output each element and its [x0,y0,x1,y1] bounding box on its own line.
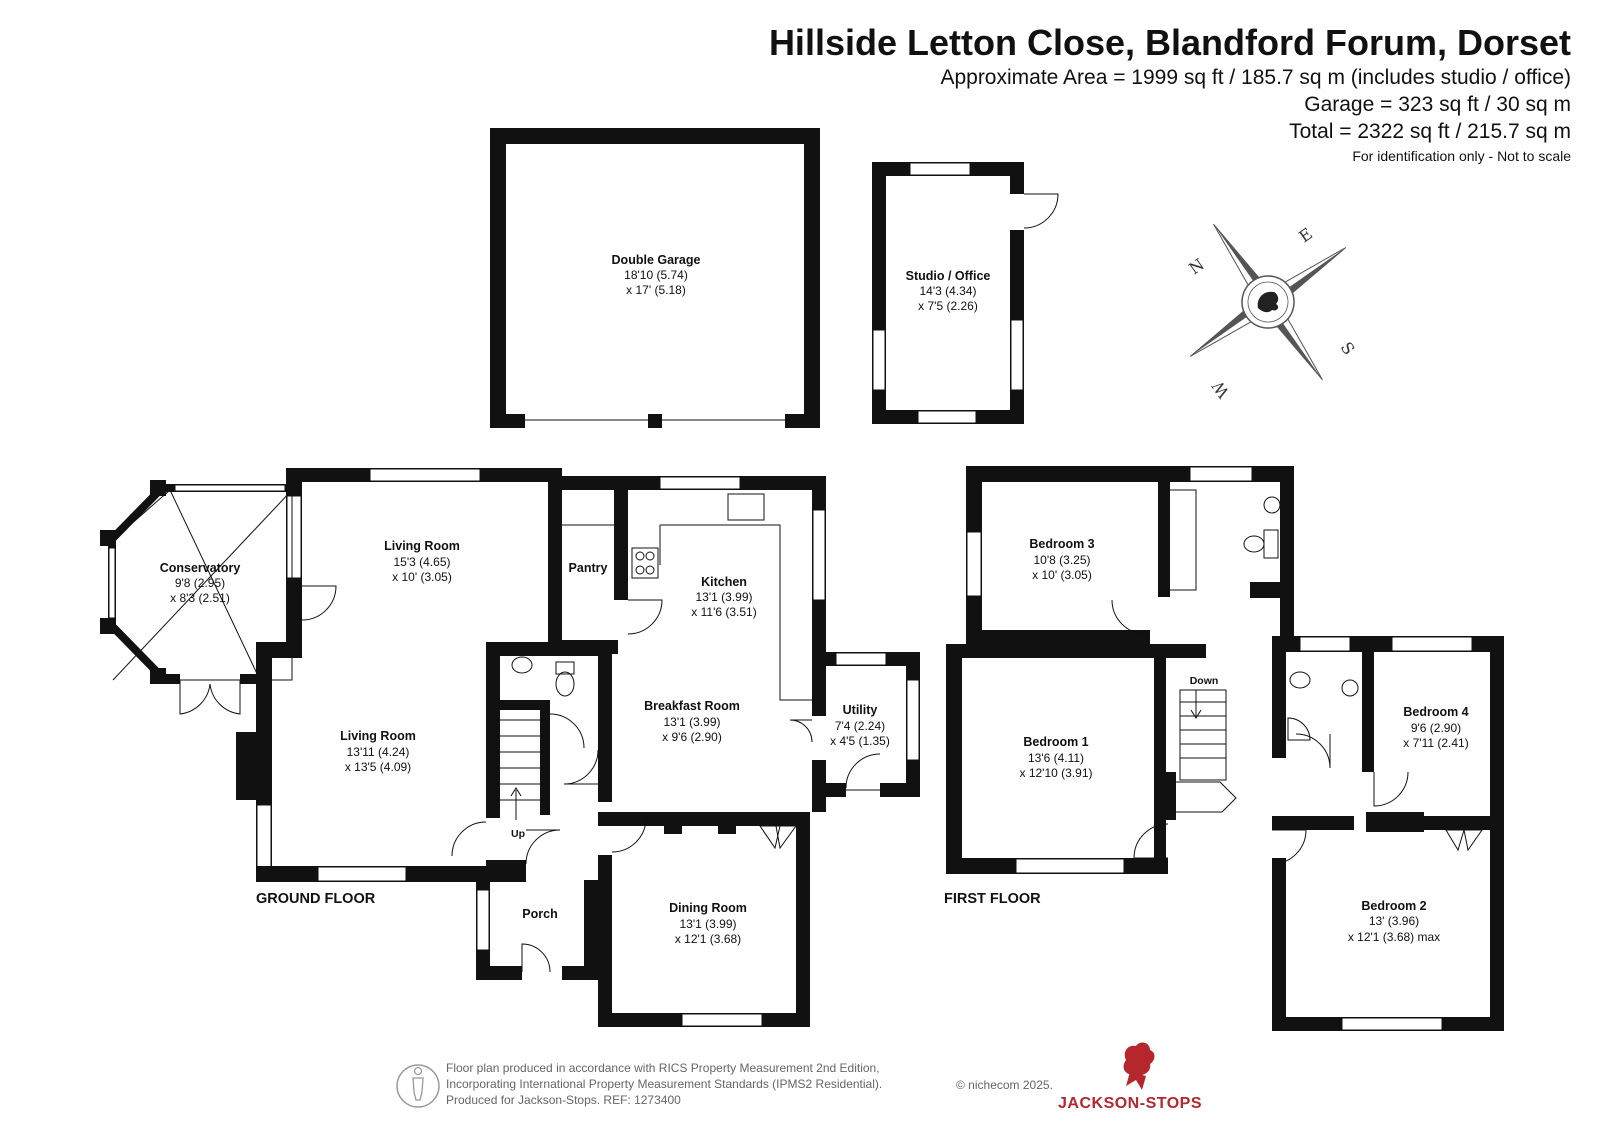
utility-dim-2: x 4'5 (1.35) [830,734,890,748]
bedroom-1-dim-1: 13'6 (4.11) [1028,751,1084,765]
jackson-stops-logo-icon [1123,1042,1155,1090]
header: Hillside Letton Close, Blandford Forum, … [769,22,1571,167]
stairs-down-label: Down [1190,675,1219,687]
first-floor-label: FIRST FLOOR [944,891,1041,907]
ground-floor-walls [100,468,920,1027]
brand-name: JACKSON-STOPS [1058,1095,1203,1112]
area-total: Total = 2322 sq ft / 215.7 sq m [1289,120,1571,143]
studio-dim-1: 14'3 (4.34) [920,284,977,298]
ground-floor-label: GROUND FLOOR [256,891,376,907]
porch-name: Porch [522,907,557,921]
studio-name: Studio / Office [906,269,991,283]
kitchen-dim-1: 13'1 (3.99) [696,590,753,604]
kitchen-dim-2: x 11'6 (3.51) [691,605,756,619]
footer-credits: Floor plan produced in accordance with R… [446,1060,882,1108]
footer-copyright: © nichecom 2025. [956,1078,1053,1092]
studio-dim-2: x 7'5 (2.26) [918,299,978,313]
living-room-upper-dim-2: x 10' (3.05) [392,570,452,584]
kitchen-name: Kitchen [701,575,747,589]
breakfast-room-name: Breakfast Room [644,699,740,713]
dining-room-name: Dining Room [669,901,747,915]
person-icon [396,1064,440,1108]
living-room-upper-name: Living Room [384,539,460,553]
footer-credit-line: Incorporating International Property Mea… [446,1077,883,1091]
pantry-name: Pantry [569,561,608,575]
bedroom-3-dim-1: 10'8 (3.25) [1034,553,1091,567]
footer-credit-line: Floor plan produced in accordance with R… [446,1061,880,1075]
area-approx: Approximate Area = 1999 sq ft / 185.7 sq… [940,66,1571,89]
living-room-lower-dim-2: x 13'5 (4.09) [345,760,411,774]
bedroom-4-name: Bedroom 4 [1403,705,1468,719]
compass-w-label: W [1208,377,1233,402]
compass-rose [1189,223,1347,381]
studio-office [872,162,1059,424]
living-room-upper-dim-1: 15'3 (4.65) [394,555,451,569]
compass-emblem-icon [1257,291,1279,313]
conservatory-name: Conservatory [160,561,241,575]
area-garage: Garage = 323 sq ft / 30 sq m [1304,93,1571,116]
footer-credit-line: Produced for Jackson-Stops. REF: 1273400 [446,1093,681,1107]
dining-room-dim-1: 13'1 (3.99) [680,917,737,931]
breakfast-room-dim-1: 13'1 (3.99) [664,715,721,729]
compass-n-label: N [1185,255,1207,279]
compass-s-label: S [1337,338,1359,358]
conservatory-dim-1: 9'8 (2.95) [175,576,225,590]
bedroom-3-dim-2: x 10' (3.05) [1032,568,1092,582]
living-room-lower-dim-1: 13'11 (4.24) [347,745,410,759]
bedroom-1-dim-2: x 12'10 (3.91) [1019,766,1092,780]
bedroom-4-dim-2: x 7'11 (2.41) [1403,736,1468,750]
utility-name: Utility [843,703,878,717]
bedroom-2-dim-1: 13' (3.96) [1369,914,1419,928]
breakfast-room-dim-2: x 9'6 (2.90) [662,730,722,744]
bedroom-2-dim-2: x 12'1 (3.68) max [1348,930,1440,944]
room-labels: Double Garage 18'10 (5.74) x 17' (5.18) … [160,253,1469,946]
bedroom-4-dim-1: 9'6 (2.90) [1411,721,1461,735]
conservatory-dim-2: x 8'3 (2.51) [170,591,230,605]
stairs-up-label: Up [511,828,525,840]
dining-room-dim-2: x 12'1 (3.68) [675,932,741,946]
living-room-lower-name: Living Room [340,729,416,743]
garage-dim-1: 18'10 (5.74) [624,268,688,282]
page-title: Hillside Letton Close, Blandford Forum, … [768,22,1571,63]
garage-dim-2: x 17' (5.18) [626,283,686,297]
garage-name: Double Garage [612,253,701,267]
bedroom-3-name: Bedroom 3 [1029,537,1094,551]
double-garage [490,128,820,428]
bedroom-2-name: Bedroom 2 [1361,899,1426,913]
utility-dim-1: 7'4 (2.24) [835,719,885,733]
first-floor-walls [946,466,1504,1031]
scale-note: For identification only - Not to scale [1352,148,1571,164]
compass-e-label: E [1295,224,1315,246]
bedroom-1-name: Bedroom 1 [1023,735,1088,749]
